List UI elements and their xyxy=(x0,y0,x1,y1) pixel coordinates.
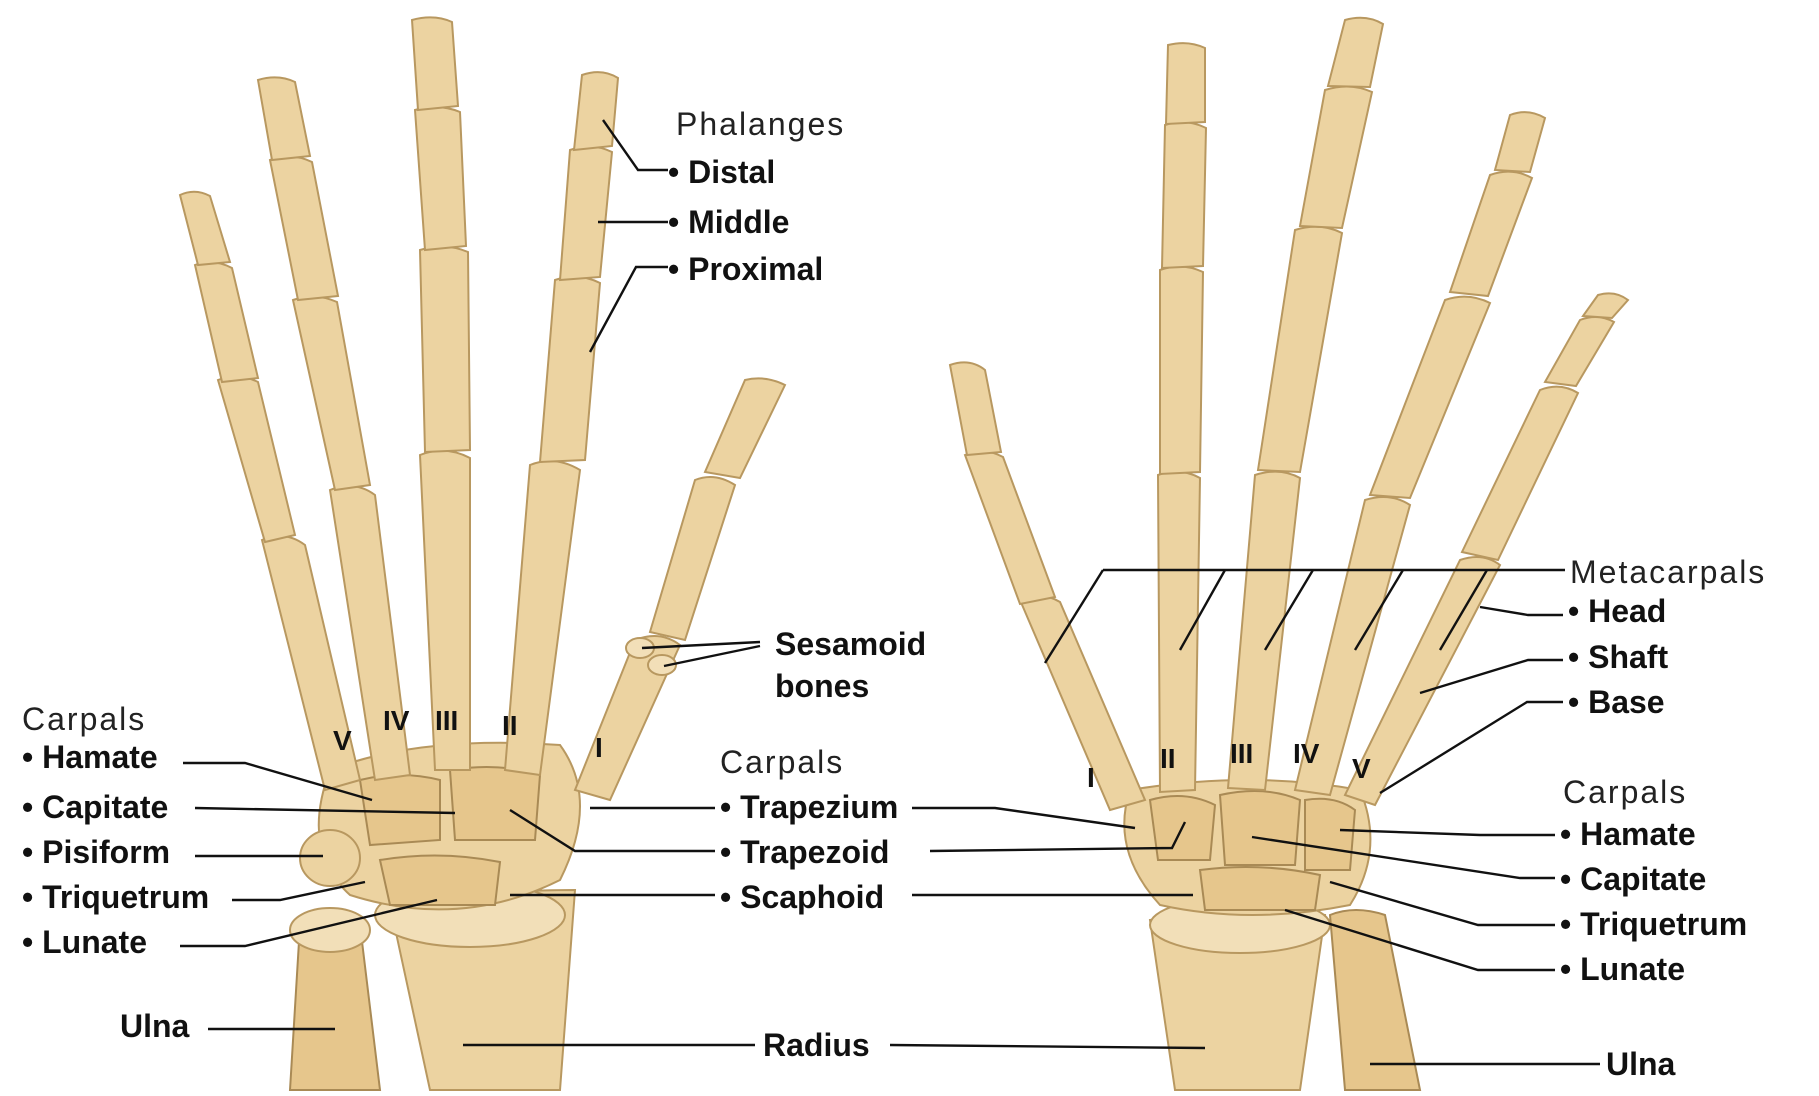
right-hand-illustration xyxy=(950,18,1628,1090)
left-hamate-label: • Hamate xyxy=(22,739,158,775)
right-numeral-v: V xyxy=(1352,753,1371,784)
right-triquetrum-label: • Triquetrum xyxy=(1560,906,1747,942)
trapezium-label: • Trapezium xyxy=(720,789,898,825)
phalanx-middle-label: • Middle xyxy=(668,204,789,240)
right-numeral-iv: IV xyxy=(1293,738,1320,769)
leader-head xyxy=(1480,607,1563,615)
sesamoid-label-line2: bones xyxy=(775,668,869,704)
phalanx-distal-label: • Distal xyxy=(668,154,775,190)
left-capitate-label: • Capitate xyxy=(22,789,168,825)
left-numeral-i: I xyxy=(595,732,603,763)
left-numeral-ii: II xyxy=(502,710,518,741)
left-pisiform-label: • Pisiform xyxy=(22,834,170,870)
scaphoid-label: • Scaphoid xyxy=(720,879,884,915)
left-numeral-iv: IV xyxy=(383,705,410,736)
leader-proximal xyxy=(590,267,668,352)
carpals-left-heading: Carpals xyxy=(22,701,146,737)
carpals-right-heading: Carpals xyxy=(1563,774,1687,810)
metacarpal-head-label: • Head xyxy=(1568,593,1666,629)
left-triquetrum-label: • Triquetrum xyxy=(22,879,209,915)
right-numeral-i: I xyxy=(1087,762,1095,793)
right-hamate-label: • Hamate xyxy=(1560,816,1696,852)
leader-right-hamate xyxy=(1340,830,1555,835)
right-numeral-iii: III xyxy=(1230,738,1253,769)
phalanges-heading: Phalanges xyxy=(676,106,845,142)
metacarpal-base-label: • Base xyxy=(1568,684,1665,720)
phalanx-proximal-label: • Proximal xyxy=(668,251,823,287)
right-numeral-ii: II xyxy=(1160,743,1176,774)
left-numeral-v: V xyxy=(333,725,352,756)
sesamoid-label-line1: Sesamoid xyxy=(775,626,926,662)
left-ulna-label: Ulna xyxy=(120,1008,190,1044)
right-ulna-label: Ulna xyxy=(1606,1046,1676,1082)
right-lunate-label: • Lunate xyxy=(1560,951,1685,987)
carpals-middle-heading: Carpals xyxy=(720,744,844,780)
left-lunate-label: • Lunate xyxy=(22,924,147,960)
metacarpals-heading: Metacarpals xyxy=(1570,554,1766,590)
leader-trapezium-right xyxy=(912,808,1135,828)
trapezoid-label: • Trapezoid xyxy=(720,834,889,870)
leader-radius-right xyxy=(890,1045,1205,1048)
right-capitate-label: • Capitate xyxy=(1560,861,1706,897)
left-numeral-iii: III xyxy=(435,705,458,736)
radius-label: Radius xyxy=(763,1027,870,1063)
metacarpal-shaft-label: • Shaft xyxy=(1568,639,1668,675)
